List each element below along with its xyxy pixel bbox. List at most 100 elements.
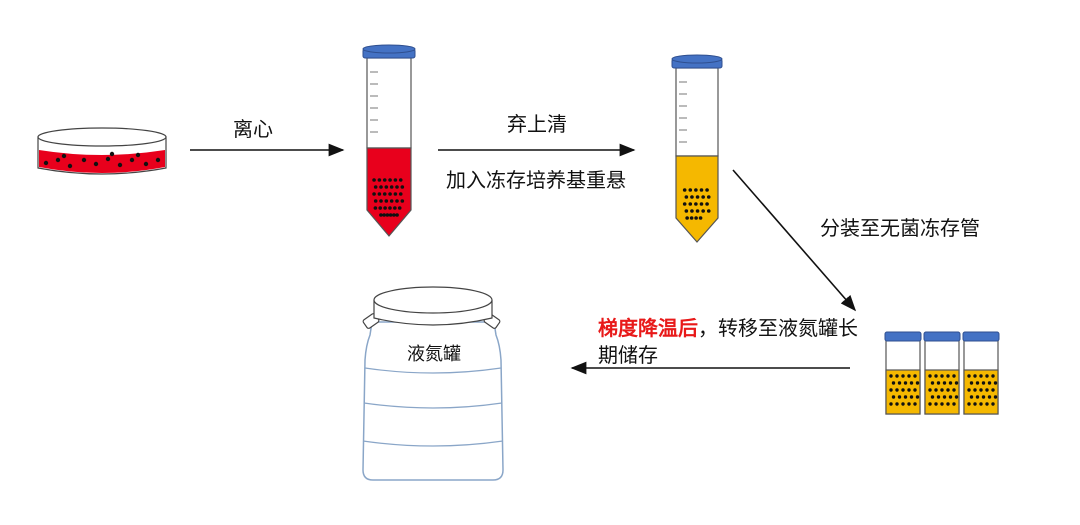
cell-dot bbox=[975, 395, 980, 399]
cell-dot bbox=[934, 402, 938, 406]
label-transfer-highlight: 梯度降温后 bbox=[598, 316, 698, 340]
cell-dot bbox=[889, 388, 893, 392]
cell-dot bbox=[694, 202, 698, 206]
cell-dot bbox=[684, 195, 689, 199]
cell-dot bbox=[940, 374, 944, 378]
cell-dot bbox=[952, 374, 956, 378]
cell-dot bbox=[934, 374, 938, 378]
cell-dot bbox=[967, 374, 971, 378]
cell-dot bbox=[382, 213, 386, 217]
cell-dot bbox=[689, 216, 694, 220]
cell-dot bbox=[690, 209, 694, 213]
cell-dot bbox=[901, 388, 905, 392]
cell-dot bbox=[907, 402, 911, 406]
cell-dot bbox=[948, 395, 953, 399]
cell-dot bbox=[135, 152, 141, 158]
cell-dot bbox=[979, 374, 983, 378]
cell-dot bbox=[699, 188, 704, 192]
cell-dot bbox=[987, 395, 992, 399]
cell-dot bbox=[930, 395, 935, 399]
cell-dot bbox=[981, 381, 986, 385]
cell-dot bbox=[397, 206, 402, 210]
cell-dot bbox=[895, 374, 899, 378]
cell-dot bbox=[940, 402, 944, 406]
cell-dot bbox=[954, 381, 959, 385]
cell-dot bbox=[395, 199, 399, 203]
cell-dot bbox=[695, 209, 700, 213]
cell-dot bbox=[400, 185, 405, 189]
cell-dot bbox=[993, 395, 998, 399]
cell-dot bbox=[43, 160, 49, 166]
cell-dot bbox=[382, 178, 387, 182]
cell-dot bbox=[909, 395, 914, 399]
cell-dot bbox=[991, 402, 995, 406]
cell-dot bbox=[895, 388, 899, 392]
cell-dot bbox=[81, 157, 87, 163]
cell-dot bbox=[928, 388, 932, 392]
cell-dot bbox=[395, 185, 399, 189]
cell-dot bbox=[987, 381, 992, 385]
cell-dot bbox=[946, 388, 950, 392]
cell-dot bbox=[688, 202, 693, 206]
cell-dot bbox=[948, 381, 953, 385]
label-centrifuge: 离心 bbox=[233, 117, 273, 141]
cell-dot bbox=[913, 388, 917, 392]
cell-dot bbox=[377, 178, 382, 182]
cell-dot bbox=[891, 381, 896, 385]
cell-dot bbox=[952, 388, 956, 392]
cell-dot bbox=[682, 188, 687, 192]
centrifuge-tube-yellow bbox=[671, 54, 723, 243]
cell-dot bbox=[400, 199, 405, 203]
cell-dot bbox=[393, 192, 398, 196]
tube-graduations bbox=[370, 71, 378, 133]
cell-dot bbox=[93, 161, 99, 167]
cell-dot bbox=[928, 374, 932, 378]
cell-dot bbox=[928, 402, 932, 406]
cell-dot bbox=[388, 213, 393, 217]
cell-dot bbox=[706, 209, 711, 213]
cell-dot bbox=[930, 381, 935, 385]
cell-dot bbox=[398, 192, 403, 196]
cell-dot bbox=[388, 178, 392, 182]
cell-dot bbox=[915, 395, 920, 399]
cell-dot bbox=[373, 206, 378, 210]
cell-dot bbox=[379, 213, 383, 217]
cell-dot bbox=[688, 188, 693, 192]
label-transfer-rest: ，转移至液氮罐长期储存 bbox=[598, 316, 858, 367]
cell-dot bbox=[389, 199, 394, 203]
label-aliquot: 分装至无菌冻存管 bbox=[820, 216, 980, 240]
cell-dot bbox=[684, 209, 689, 213]
dish-cells bbox=[43, 151, 161, 169]
cell-dot bbox=[979, 402, 983, 406]
cell-dot bbox=[985, 374, 989, 378]
cell-dot bbox=[705, 202, 709, 206]
cell-dot bbox=[388, 192, 392, 196]
cell-dot bbox=[55, 157, 61, 163]
cell-dot bbox=[129, 157, 135, 163]
cell-dot bbox=[979, 388, 983, 392]
cell-dot bbox=[973, 388, 977, 392]
cell-dot bbox=[973, 374, 977, 378]
cell-dot bbox=[694, 216, 698, 220]
cell-dot bbox=[109, 151, 115, 157]
cell-dot bbox=[372, 178, 376, 182]
resuspended-cells bbox=[682, 188, 711, 220]
cell-dot bbox=[384, 185, 389, 189]
cell-dot bbox=[889, 374, 893, 378]
cell-dot bbox=[384, 199, 389, 203]
cell-dot bbox=[393, 206, 397, 210]
cell-dot bbox=[936, 395, 941, 399]
vial-cap bbox=[884, 331, 922, 342]
cell-dot bbox=[942, 381, 947, 385]
pellet-cells bbox=[372, 178, 405, 217]
cell-dot bbox=[378, 206, 383, 210]
cell-dot bbox=[913, 374, 917, 378]
cryovial-1 bbox=[884, 331, 922, 415]
cell-dot bbox=[909, 381, 914, 385]
cell-dot bbox=[981, 395, 986, 399]
liquid-nitrogen-tank bbox=[362, 286, 504, 481]
cell-dot bbox=[985, 402, 989, 406]
cell-dot bbox=[985, 388, 989, 392]
